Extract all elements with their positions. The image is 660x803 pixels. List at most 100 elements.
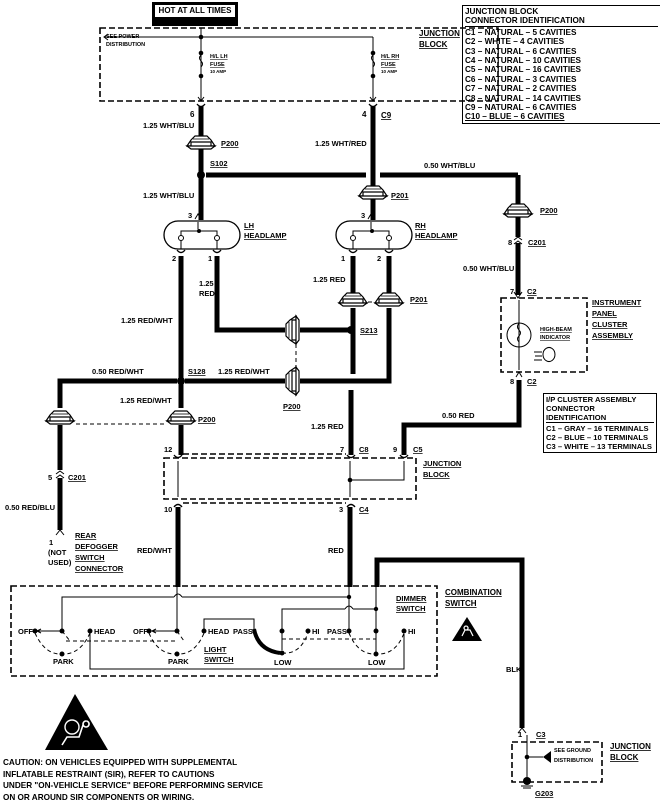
rear-defogger-label-2: DEFOGGER [75, 542, 119, 551]
junction-block-label-2: BLOCK [423, 470, 450, 479]
middle-junction-block: 12 7 C8 9 C5 JUNCTION BLOCK 10 3 C4 [164, 445, 461, 514]
g203-label: G203 [535, 789, 553, 798]
switch-head-label: HEAD [94, 627, 116, 636]
p200-passthrough [187, 136, 215, 149]
switch-pass-label: PASS [327, 627, 347, 636]
p201-passthrough [375, 293, 403, 306]
sir-caution-text: CAUTION: ON VEHICLES EQUIPPED WITH SUPPL… [3, 757, 263, 803]
p201-passthrough [359, 186, 387, 199]
c4-label: C4 [359, 505, 369, 514]
switch-low-label: LOW [368, 658, 386, 667]
junction-block-label: JUNCTION [419, 29, 460, 38]
lh-headlamp-label: LH [244, 221, 254, 230]
rh-fuse-label: H/L RH [381, 54, 399, 60]
pin-7: 7 [510, 287, 514, 296]
high-beam-indicator-label: HIGH-BEAM [540, 327, 572, 333]
rh-headlamp: 3 1 2 RH HEADLAMP [336, 211, 458, 263]
ip-cluster-label-4: ASSEMBLY [592, 331, 633, 340]
wire-label: 1.25 [199, 279, 214, 288]
wire-label: 0.50 WHT/BLU [424, 161, 475, 170]
wire-label: 0.50 RED [442, 411, 475, 420]
switch-low-label: LOW [274, 658, 292, 667]
lh-fuse-label: H/L LH [210, 54, 228, 60]
sir-warning-icon [452, 617, 482, 641]
pin-10: 10 [164, 505, 172, 514]
c2-label: C2 [527, 287, 537, 296]
c8-label: C8 [359, 445, 369, 454]
p200-passthrough [286, 367, 299, 395]
light-switch-label-2: SWITCH [204, 655, 234, 664]
switch-park-label: PARK [53, 657, 74, 666]
rh-headlamp-label-2: HEADLAMP [415, 231, 458, 240]
lh-fuse-label-2: FUSE [210, 62, 225, 68]
s128-label: S128 [188, 367, 206, 376]
pin-12: 12 [164, 445, 172, 454]
pin-8: 8 [508, 238, 512, 247]
wire-label: 1.25 WHT/BLU [143, 191, 194, 200]
switch-off-label: OFF [133, 627, 148, 636]
pin-3: 3 [361, 211, 365, 220]
p200-label: P200 [221, 139, 239, 148]
pin-6: 6 [190, 110, 195, 119]
p200-label: P200 [198, 415, 216, 424]
s213-label: S213 [360, 326, 378, 335]
wire-label: 0.50 RED/BLU [5, 503, 55, 512]
rear-defogger-label-4: CONNECTOR [75, 564, 124, 573]
junction-block-label-2: BLOCK [419, 40, 448, 49]
p201-passthrough [339, 293, 367, 306]
wire-label: RED [199, 289, 215, 298]
c3-label: C3 [536, 730, 546, 739]
switch-hi-label: HI [408, 627, 416, 636]
switch-park-label: PARK [168, 657, 189, 666]
p201-label: P201 [391, 191, 409, 200]
wire-label: RED/WHT [137, 546, 172, 555]
c2-label: C2 [527, 377, 537, 386]
sir-caution-icon [45, 694, 108, 750]
ip-cluster-label-3: CLUSTER [592, 320, 628, 329]
pin-9: 9 [393, 445, 397, 454]
top-junction-block: SEE POWER DISTRIBUTION H/L LH FUSE 10 AM… [100, 28, 498, 101]
lh-headlamp: 3 2 1 LH HEADLAMP [164, 211, 287, 263]
pin-1: 1 [49, 538, 53, 547]
combination-switch: OFF HEAD PARK OFF HEAD PARK LIGHT SWITCH… [11, 586, 502, 676]
see-ground-label: SEE GROUND [554, 748, 591, 754]
wire-label: 1.25 RED [311, 422, 344, 431]
ip-cluster-label: INSTRUMENT [592, 298, 642, 307]
instrument-panel-cluster: HIGH-BEAM INDICATOR INSTRUMENT PANEL CLU… [501, 287, 642, 386]
c5-label: C5 [413, 445, 423, 454]
wire-label: BLK [506, 665, 522, 674]
junction-block-label-2: BLOCK [610, 753, 639, 762]
c9-label: C9 [381, 111, 392, 120]
wire-label: 1.25 WHT/BLU [143, 121, 194, 130]
see-power-distribution-label: SEE POWER [106, 34, 139, 40]
rh-fuse-rating: 10 AMP [381, 69, 397, 74]
pin-2: 2 [172, 254, 176, 263]
combination-switch-label-2: SWITCH [445, 599, 477, 608]
not-used-label: (NOT [48, 548, 67, 557]
caution-line: ON OR AROUND SIR COMPONENTS OR WIRING. [3, 792, 263, 803]
rear-defogger-label: REAR [75, 531, 97, 540]
p200-label: P200 [283, 402, 301, 411]
caution-line: UNDER "ON-VEHICLE SERVICE" BEFORE PERFOR… [3, 780, 263, 792]
rear-defogger-label-3: SWITCH [75, 553, 105, 562]
c201-label: C201 [68, 473, 86, 482]
pin-8: 8 [510, 377, 514, 386]
dimmer-switch-label-2: SWITCH [396, 604, 426, 613]
splice-s213 [347, 326, 355, 334]
wire-label: RED [328, 546, 344, 555]
splice-s128 [177, 377, 185, 385]
p200-passthrough [167, 411, 195, 424]
junction-block-label: JUNCTION [423, 459, 461, 468]
wire-label: 1.25 RED/WHT [218, 367, 270, 376]
pin-3: 3 [339, 505, 343, 514]
lh-headlamp-label-2: HEADLAMP [244, 231, 287, 240]
wire-label: 1.25 RED/WHT [120, 396, 172, 405]
caution-line: INFLATABLE RESTRAINT (SIR), REFER TO CAU… [3, 769, 263, 781]
switch-off-label: OFF [18, 627, 33, 636]
p201-label: P201 [410, 295, 428, 304]
combination-switch-label: COMBINATION [445, 588, 502, 597]
wire-label: 1.25 RED/WHT [121, 316, 173, 325]
splice-s102 [197, 171, 205, 179]
switch-pass-label: PASS [233, 627, 253, 636]
